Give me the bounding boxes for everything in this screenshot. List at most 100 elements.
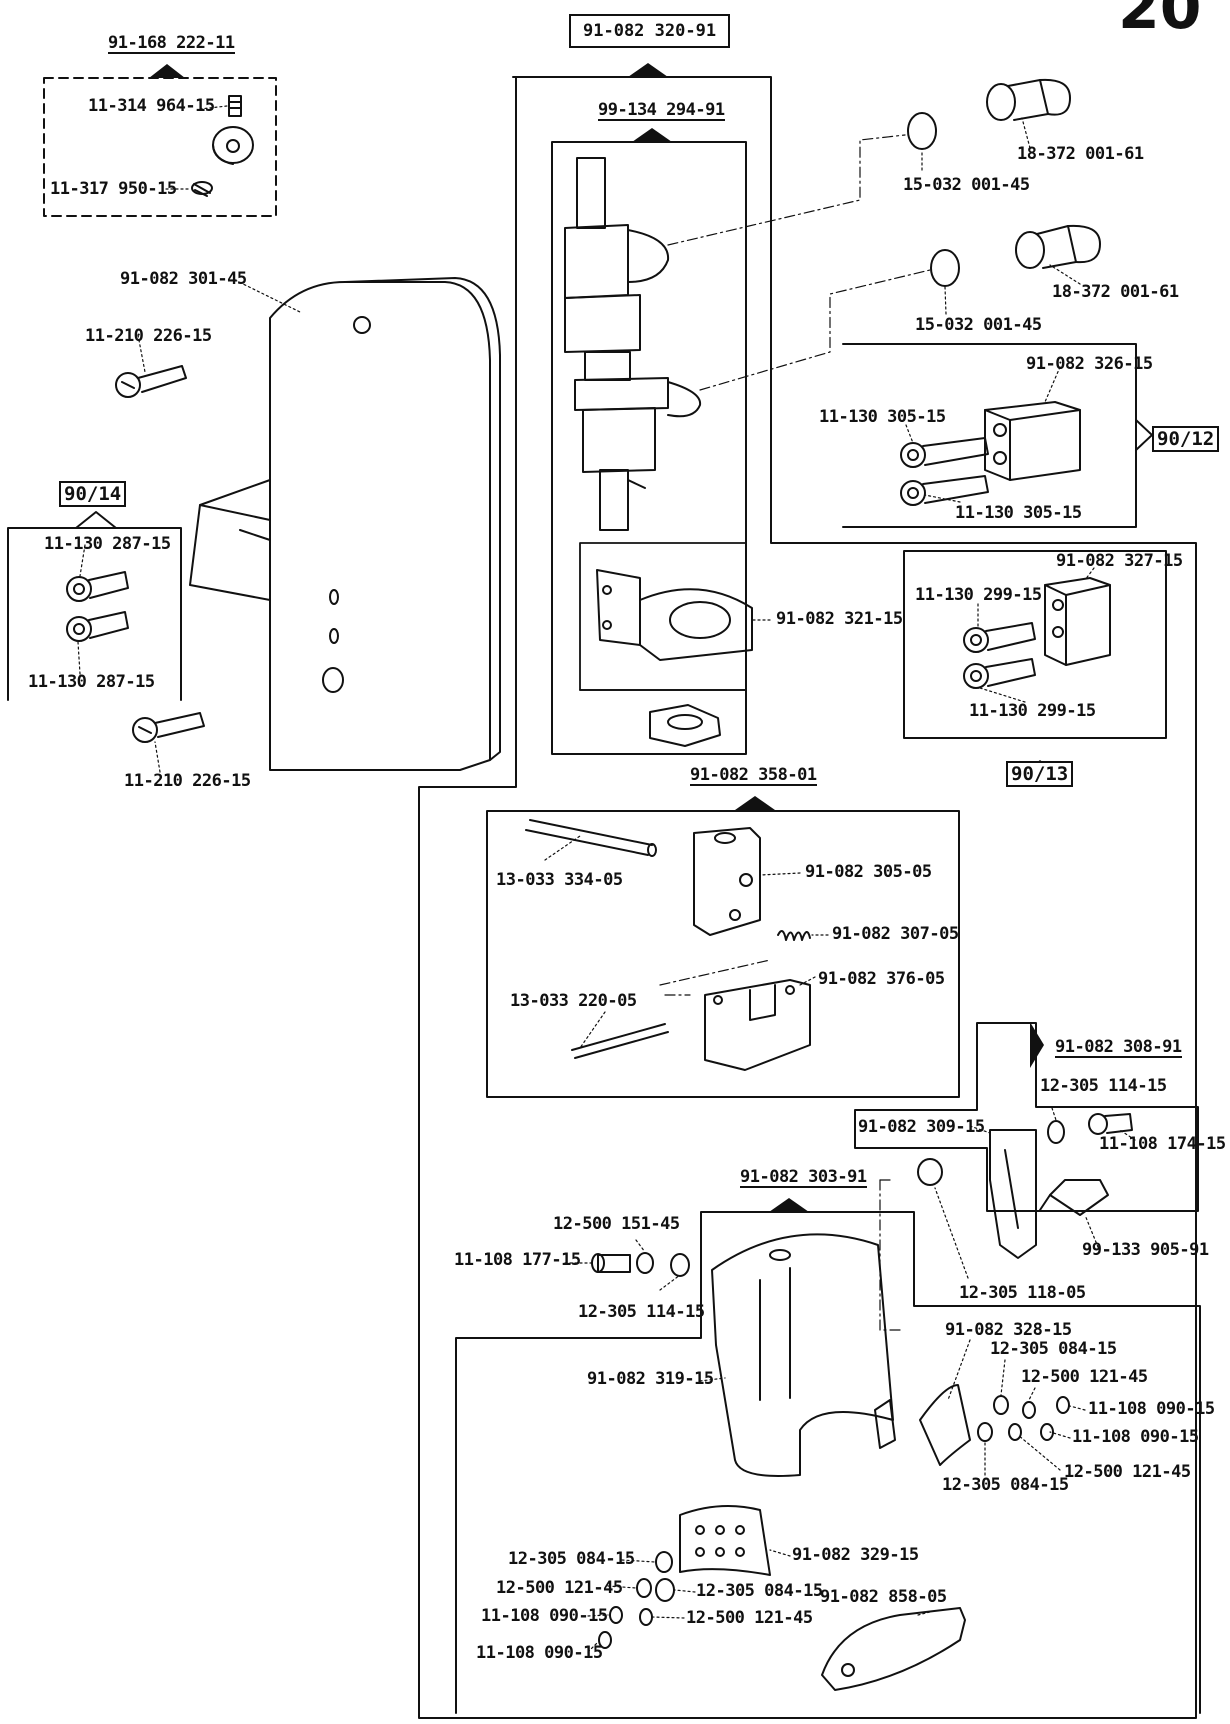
shoe-part [821, 1607, 966, 1691]
part-label-block-mid: 91-082 327-15 [1056, 551, 1183, 571]
part-label-s2: 11-108 090-15 [1072, 1427, 1199, 1447]
socket-screw-icon-right-1 [900, 437, 989, 468]
spring-icon [777, 930, 811, 941]
page-corner-number: 20 [1118, 0, 1202, 43]
grub-screw-icon [191, 181, 213, 197]
socket-screw-icon-right-2 [900, 475, 989, 506]
block-icon-2 [1044, 577, 1111, 666]
washer-icon-b [917, 1158, 943, 1186]
cover-plate [189, 277, 501, 771]
part-label-screw-b: 11-108 177-15 [454, 1250, 581, 1270]
page-ref-90-13[interactable]: 90/13 [1006, 761, 1074, 787]
part-label-screw-block-top-b: 11-130 305-15 [955, 503, 1082, 523]
part-label-guide-block: 91-082 305-05 [805, 862, 932, 882]
hex-nut-icon [649, 704, 721, 747]
part-label-plate-curved: 91-082 319-15 [587, 1369, 714, 1389]
part-label-w1: 12-305 084-15 [990, 1339, 1117, 1359]
part-label-washer-b: 12-305 118-05 [959, 1283, 1086, 1303]
holder-part [704, 979, 811, 1071]
pin-long [525, 819, 657, 857]
leader-lines [77, 105, 1136, 1653]
part-label-w3: 12-305 084-15 [508, 1549, 635, 1569]
nut-subframe [579, 689, 747, 753]
set-screw-icon [228, 95, 242, 117]
part-label-cover: 91-082 301-45 [120, 269, 247, 289]
part-label-lw4: 12-500 121-45 [686, 1608, 813, 1628]
slotted-screw-icon-2 [132, 712, 205, 743]
part-label-plate-holes: 91-082 329-15 [792, 1545, 919, 1565]
assembly-label-bracket: 91-082 308-91 [1055, 1037, 1182, 1058]
part-label-screw-set-2: 11-317 950-15 [50, 179, 177, 199]
lever-part [989, 1129, 1037, 1259]
slotted-screw-icon [115, 365, 187, 398]
assembly-label-valve: 99-134 294-91 [598, 100, 725, 121]
group-boundary-bracket [854, 1022, 1199, 1212]
part-label-seal-mid: 15-032 001-45 [915, 315, 1042, 335]
pointer-90-14 [75, 511, 117, 529]
pointer-90-12 [1135, 419, 1153, 451]
assembly-label-top-left: 91-168 222-11 [108, 33, 235, 54]
assembly-label-guide: 91-082 358-01 [690, 765, 817, 786]
block-icon [984, 401, 1081, 481]
part-label-w2: 12-305 084-15 [942, 1475, 1069, 1495]
page-ref-90-12[interactable]: 90/12 [1152, 426, 1220, 452]
group-boundary-left [7, 527, 182, 701]
part-label-left-screw-top: 11-130 287-15 [44, 534, 171, 554]
socket-screw-icon-2 [66, 611, 129, 642]
clamp-subframe [579, 542, 747, 691]
part-label-lw1: 12-500 121-45 [1021, 1367, 1148, 1387]
valve-body [564, 157, 702, 531]
page-ref-90-14[interactable]: 90/14 [59, 481, 127, 507]
part-label-lever: 91-082 309-15 [858, 1117, 985, 1137]
group-boundary-right-top [842, 343, 1137, 528]
part-label-fitting-top: 18-372 001-61 [1017, 144, 1144, 164]
part-label-washer-a: 12-305 114-15 [1040, 1076, 1167, 1096]
part-label-screw-cover-bottom: 11-210 226-15 [124, 771, 251, 791]
part-label-screw-block-top-a: 11-130 305-15 [819, 407, 946, 427]
seal-ring-icon [907, 112, 937, 150]
part-label-fitting-mid: 18-372 001-61 [1052, 282, 1179, 302]
small-hardware-icons [591, 1252, 1070, 1649]
assembly-label-main: 91-082 320-91 [569, 14, 731, 48]
part-label-left-screw-bottom: 11-130 287-15 [28, 672, 155, 692]
assembly-pointers [149, 63, 1060, 1212]
collar-icon [212, 126, 254, 165]
part-label-washer-c: 12-305 114-15 [578, 1302, 705, 1322]
part-label-pin-long: 13-033 334-05 [496, 870, 623, 890]
socket-screw-icon [66, 571, 129, 602]
part-label-seal-top: 15-032 001-45 [903, 175, 1030, 195]
part-label-spring: 91-082 307-05 [832, 924, 959, 944]
pin-short [571, 1023, 669, 1059]
socket-screw-icon-right-3 [963, 622, 1036, 653]
part-label-s4: 11-108 090-15 [476, 1643, 603, 1663]
small-plate [919, 1384, 971, 1466]
clamp-part [596, 569, 753, 661]
part-label-screw-a: 11-108 174-15 [1099, 1134, 1226, 1154]
part-label-screw-set: 11-314 964-15 [88, 96, 215, 116]
part-label-screw-block-mid-b: 11-130 299-15 [969, 701, 1096, 721]
part-label-shoe: 91-082 858-05 [820, 1587, 947, 1607]
group-boundary-right-mid [903, 550, 1167, 739]
part-label-holder: 91-082 376-05 [818, 969, 945, 989]
group-boundary-guide [486, 810, 960, 1098]
part-label-s1: 11-108 090-15 [1088, 1399, 1215, 1419]
guide-block [693, 827, 761, 936]
socket-screw-icon-right-4 [963, 658, 1036, 689]
part-label-lw2: 12-500 121-45 [1064, 1462, 1191, 1482]
part-label-lw3: 12-500 121-45 [496, 1578, 623, 1598]
hole-plate [679, 1505, 771, 1576]
screw-icon [1088, 1113, 1133, 1135]
part-label-nipple: 99-133 905-91 [1082, 1240, 1209, 1260]
curved-plate [711, 1233, 896, 1477]
fitting-icon [986, 78, 1071, 121]
part-label-s3: 11-108 090-15 [481, 1606, 608, 1626]
group-boundary-main [418, 76, 1197, 1719]
assembly-lines [659, 134, 931, 1331]
part-label-clamp: 91-082 321-15 [776, 609, 903, 629]
group-boundary-top-left [43, 77, 277, 217]
part-label-block-top: 91-082 326-15 [1026, 354, 1153, 374]
part-label-screw-cover-top: 11-210 226-15 [85, 326, 212, 346]
part-label-pin-short: 13-033 220-05 [510, 991, 637, 1011]
part-label-w4: 12-305 084-15 [696, 1581, 823, 1601]
